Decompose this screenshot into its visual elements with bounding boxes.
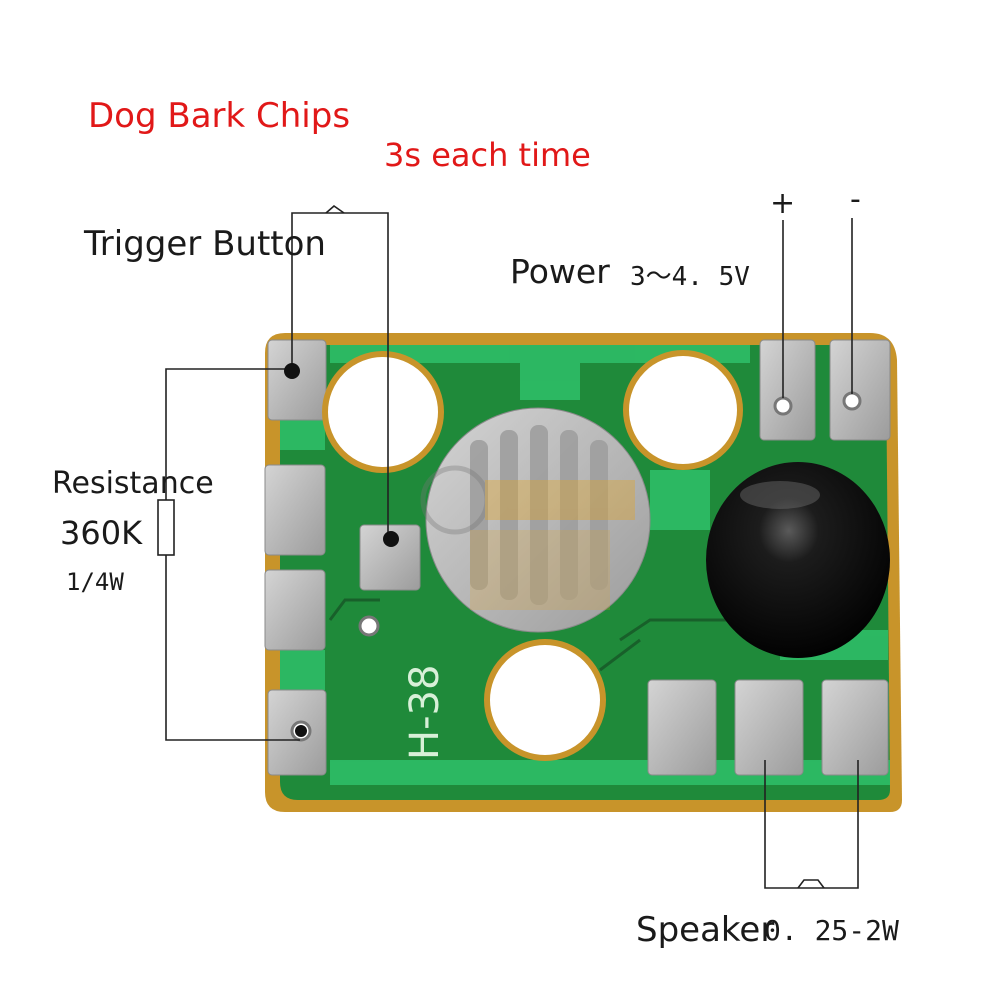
- wire-node: [383, 531, 399, 547]
- pcb-pad: [829, 339, 891, 441]
- trigger-button-label: Trigger Button: [84, 224, 326, 264]
- pcb-trace-line: [328, 598, 380, 621]
- power-label: Power: [510, 252, 610, 291]
- pcb-pad: [821, 679, 889, 776]
- pcb-comb: [530, 425, 548, 605]
- pcb-trace: [280, 650, 325, 690]
- pcb-trace: [280, 420, 325, 450]
- pcb-comb: [590, 440, 608, 590]
- pcb-trace-line: [619, 618, 760, 642]
- board-marking: H-38: [402, 665, 448, 760]
- wire-node: [295, 725, 307, 737]
- mounting-hole: [484, 639, 606, 761]
- resistance-wattage: 1/4W: [66, 568, 124, 596]
- resistance-value: 360K: [60, 514, 143, 552]
- pcb-pad: [647, 679, 717, 776]
- mounting-hole: [322, 351, 444, 473]
- speaker-wire: [764, 760, 859, 889]
- pcb-comb: [470, 440, 488, 590]
- trigger-wire: [291, 212, 389, 538]
- pcb-trace: [330, 760, 890, 785]
- pcb-comb: [500, 430, 518, 600]
- speaker-symbol: [797, 879, 825, 889]
- via-hole: [358, 615, 380, 637]
- pcb-pad: [734, 679, 804, 776]
- power-plus-label: +: [770, 186, 796, 221]
- pcb-pad: [759, 339, 816, 441]
- trigger-switch: [325, 204, 345, 214]
- resistor-symbol: [157, 499, 175, 556]
- chip-epoxy-blob: [706, 462, 890, 658]
- mounting-hole: [623, 350, 743, 470]
- speaker-range-label: 0. 25-2W: [764, 914, 899, 947]
- speaker-label: Speaker: [636, 910, 775, 950]
- resistor-wire: [165, 368, 292, 500]
- power-minus-label: -: [850, 182, 861, 217]
- diagram-subtitle: 3s each time: [384, 136, 591, 174]
- diagram-title: Dog Bark Chips: [88, 96, 351, 136]
- power-range-label: 3～4. 5V: [630, 262, 750, 292]
- wire-node: [284, 363, 300, 379]
- pcb-pad: [264, 569, 326, 651]
- pcb-trace: [650, 470, 710, 530]
- resistor-wire: [165, 555, 300, 741]
- pcb-pad: [267, 339, 327, 421]
- pcb-comb: [560, 430, 578, 600]
- watermark-logo: [420, 465, 635, 610]
- pcb-trace: [330, 345, 750, 363]
- resistance-label: Resistance: [52, 466, 214, 501]
- pcb-trace: [520, 360, 580, 400]
- pcb-trace-line: [599, 638, 641, 672]
- pcb-pad: [264, 464, 326, 556]
- via-hole: [842, 391, 862, 411]
- via-hole: [773, 396, 793, 416]
- pcb-pad: [359, 524, 421, 591]
